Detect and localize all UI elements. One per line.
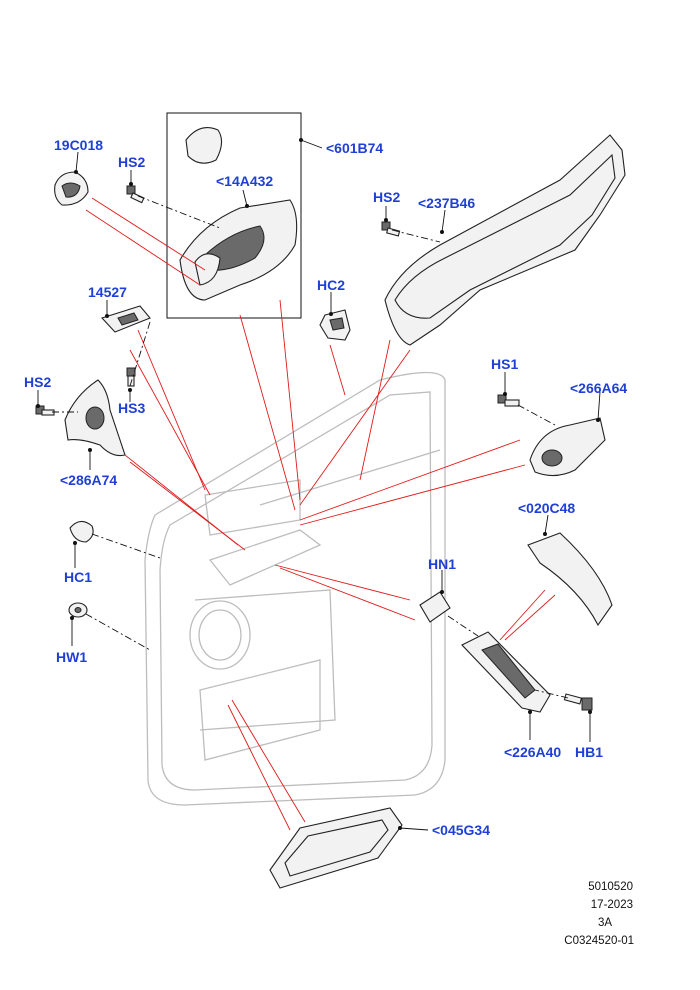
cover-cap-part — [185, 127, 223, 164]
switch-pack-part — [101, 305, 151, 333]
label-020C48[interactable]: <020C48 — [518, 500, 575, 516]
label-14A432[interactable]: <14A432 — [216, 173, 273, 189]
fastener-axis-lines — [52, 195, 569, 699]
bracket-part — [64, 379, 126, 457]
label-hs3[interactable]: HS3 — [118, 400, 145, 416]
label-14527[interactable]: 14527 — [88, 284, 127, 300]
bolt-hb1 — [563, 693, 593, 711]
screw-hs3 — [126, 367, 136, 387]
label-226A40[interactable]: <226A40 — [504, 744, 561, 760]
label-hn1[interactable]: HN1 — [428, 556, 456, 572]
clip-hc1 — [69, 520, 94, 543]
label-hw1[interactable]: HW1 — [56, 649, 87, 665]
label-hs2-b[interactable]: HS2 — [373, 189, 400, 205]
reference-block: 5010520 17-2023 3A C0324520-01 — [564, 881, 634, 947]
label-266A64[interactable]: <266A64 — [570, 380, 627, 396]
ref-line-3: 3A — [598, 917, 612, 929]
handle-housing-part — [179, 199, 298, 301]
ref-line-4: C0324520-01 — [564, 935, 634, 947]
pull-handle-part — [461, 631, 551, 713]
label-19C018[interactable]: 19C018 — [54, 137, 103, 153]
release-handle-part — [529, 417, 606, 477]
clip-hc2 — [319, 309, 351, 341]
washer-hw1 — [68, 602, 88, 618]
group-box — [166, 112, 302, 319]
storage-bin-part — [269, 807, 403, 889]
screw-hs2-a — [126, 185, 145, 204]
label-hs2-a[interactable]: HS2 — [118, 154, 145, 170]
label-045G34[interactable]: <045G34 — [432, 822, 490, 838]
label-601B74[interactable]: <601B74 — [326, 140, 383, 156]
ref-line-1: 5010520 — [588, 881, 633, 893]
ref-line-2: 17-2023 — [591, 899, 633, 911]
screw-hs1 — [497, 394, 520, 407]
nut-hn1 — [419, 591, 451, 623]
label-leader-dots — [36, 138, 600, 830]
label-hc2[interactable]: HC2 — [317, 277, 345, 293]
grille-cap-part — [54, 171, 89, 206]
label-237B46[interactable]: <237B46 — [418, 195, 475, 211]
armrest-pad-part — [527, 532, 613, 627]
screw-hs2-b — [381, 221, 401, 237]
label-hc1[interactable]: HC1 — [64, 569, 92, 585]
label-hs2-c[interactable]: HS2 — [24, 374, 51, 390]
label-hs1[interactable]: HS1 — [491, 356, 518, 372]
trim-insert-part — [384, 134, 626, 346]
label-hb1[interactable]: HB1 — [575, 744, 603, 760]
part-labels: 19C018 HS2 <14A432 <601B74 HS2 <237B46 1… — [24, 137, 627, 838]
door-trim-panel-ghost — [144, 371, 446, 806]
red-leader-lines — [85, 197, 556, 831]
label-leaders — [37, 139, 601, 831]
label-286A74[interactable]: <286A74 — [60, 472, 117, 488]
